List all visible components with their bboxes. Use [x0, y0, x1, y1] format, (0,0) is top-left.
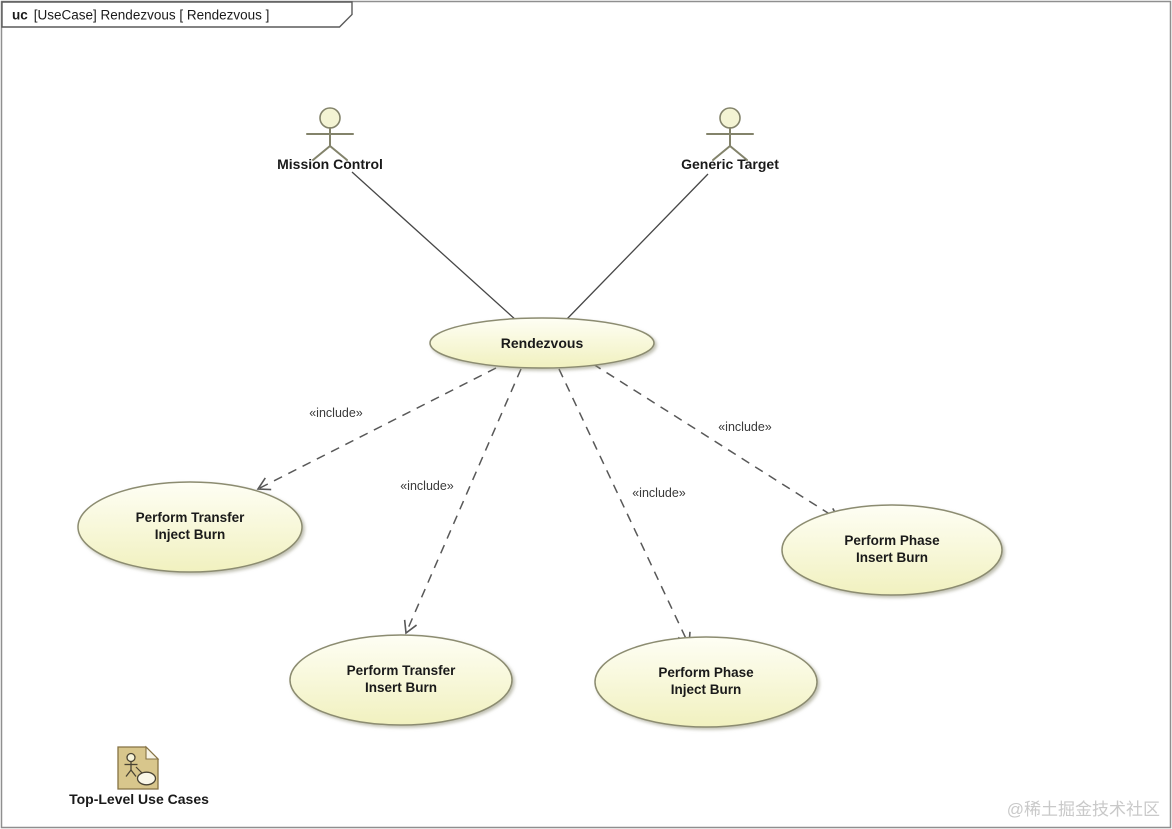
include-edge-phase-insert [592, 363, 841, 521]
use-case-ellipse [594, 636, 818, 728]
actor-generic-target: Generic Target [681, 107, 779, 172]
include-label-3: «include» [632, 486, 686, 500]
legend: Top-Level Use Cases [69, 745, 209, 807]
actor-figure-icon [306, 107, 354, 161]
watermark: @稀土掘金技术社区 [1007, 800, 1160, 819]
use-case-diagram-icon [117, 745, 160, 790]
include-label-2: «include» [400, 479, 454, 493]
tab-title: [UseCase] Rendezvous [ Rendezvous ] [34, 8, 270, 23]
use-case-ellipse [781, 504, 1003, 596]
frame-tab-shape [1, 1, 353, 28]
frame-tab-text: uc [UseCase] Rendezvous [ Rendezvous ] [12, 8, 269, 23]
use-case-ellipse [289, 634, 513, 726]
frame-tab: uc [UseCase] Rendezvous [ Rendezvous ] [1, 1, 353, 28]
actor-label: Mission Control [277, 156, 383, 172]
include-label-1: «include» [309, 406, 363, 420]
include-edge-transfer-insert [403, 368, 522, 635]
use-case-ellipse [429, 317, 655, 369]
tab-keyword: uc [12, 8, 28, 23]
use-case-label: Rendezvous [501, 335, 584, 351]
include-edge-phase-inject [558, 368, 691, 647]
use-case-ellipse [77, 481, 303, 573]
use-case-rendezvous: Rendezvous [429, 317, 655, 369]
legend-label: Top-Level Use Cases [69, 791, 209, 807]
association-generic-target-rendezvous [565, 173, 709, 321]
actor-figure-icon [706, 107, 754, 161]
actor-label: Generic Target [681, 156, 779, 172]
include-label-4: «include» [718, 420, 772, 434]
association-mission-control-rendezvous [351, 171, 518, 322]
include-edge-transfer-inject [256, 367, 497, 491]
actor-mission-control: Mission Control [277, 107, 383, 172]
